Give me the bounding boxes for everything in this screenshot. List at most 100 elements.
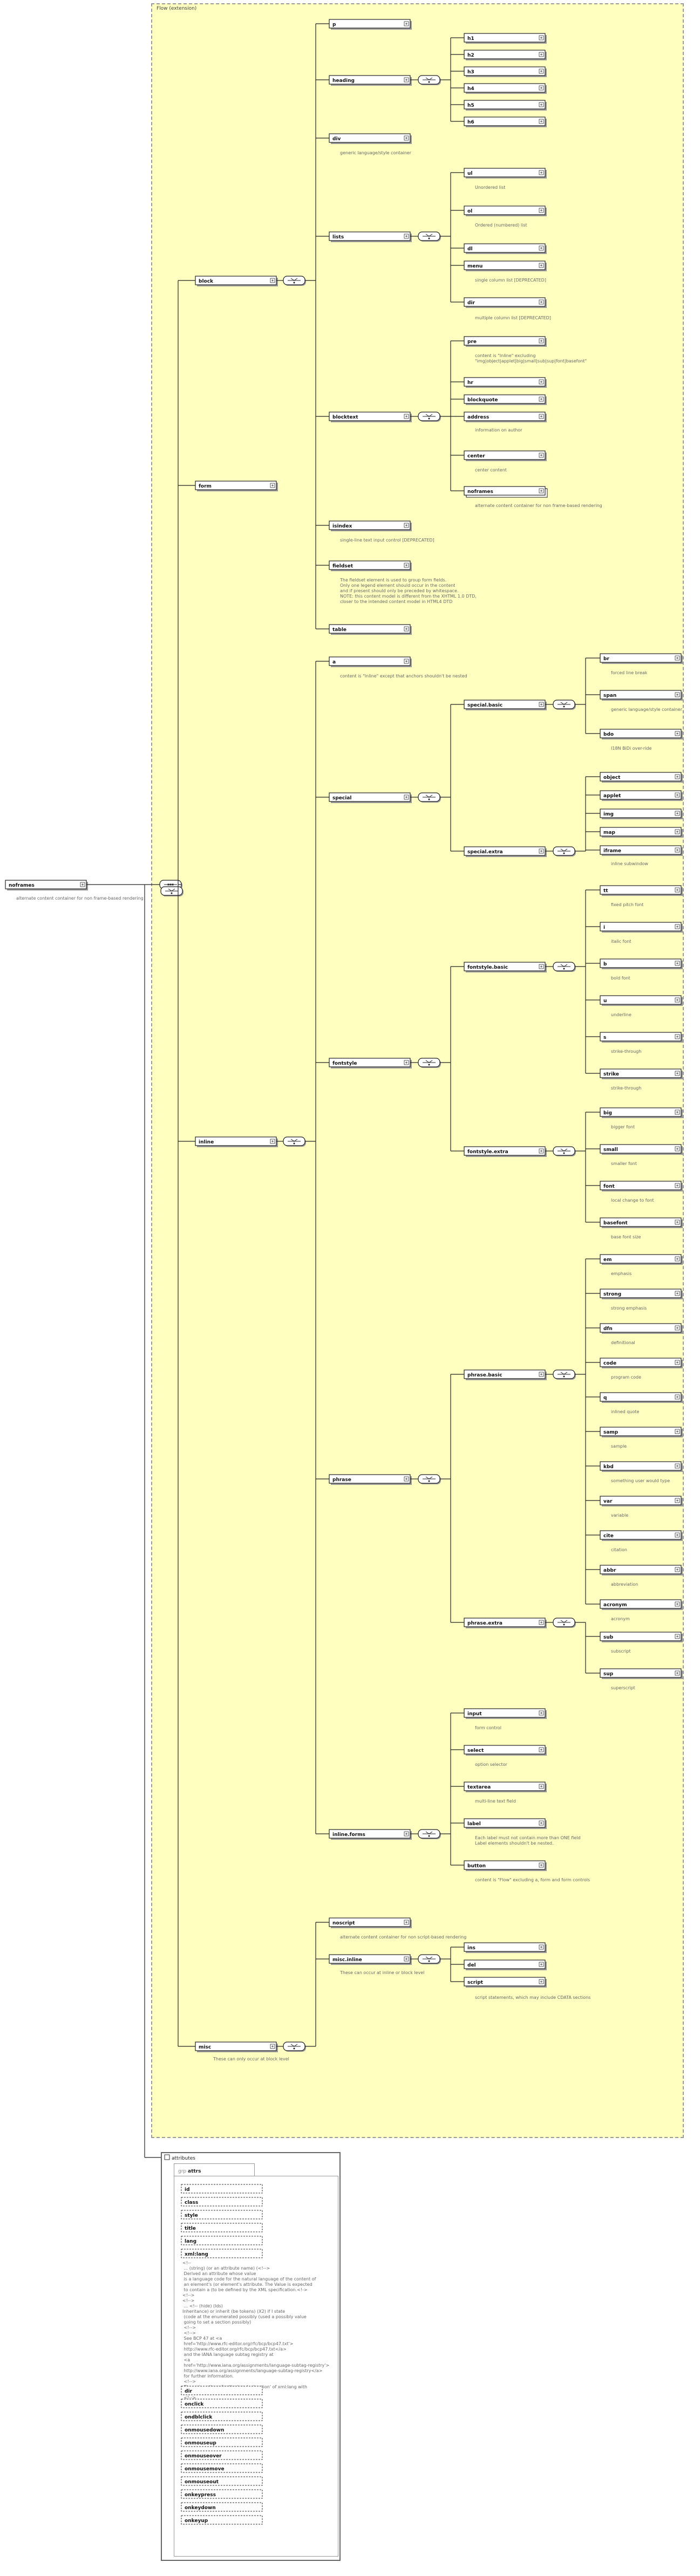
element-applet[interactable]: applet [600, 790, 683, 801]
element-p[interactable]: p [329, 19, 412, 30]
element-div[interactable]: div [329, 133, 412, 144]
element-phrase-basic[interactable]: phrase.basic [464, 1369, 547, 1380]
attribute-ondblclick[interactable]: ondblclick [181, 2411, 263, 2421]
element-form[interactable]: form [195, 481, 278, 491]
attribute-onmouseout[interactable]: onmouseout [181, 2476, 263, 2486]
element-kbd[interactable]: kbd [600, 1461, 683, 1472]
element-basefont[interactable]: basefont [600, 1217, 683, 1228]
element-center[interactable]: center [464, 450, 547, 461]
element-fontstyle-basic[interactable]: fontstyle.basic [464, 962, 547, 972]
element-code[interactable]: code [600, 1358, 683, 1368]
element-fontstyle-extra[interactable]: fontstyle.extra [464, 1146, 547, 1157]
element-sup[interactable]: sup [600, 1668, 683, 1679]
attribute-onkeypress[interactable]: onkeypress [181, 2489, 263, 2499]
element-samp[interactable]: samp [600, 1427, 683, 1437]
element-inline-forms[interactable]: inline.forms [329, 1829, 412, 1840]
element-strong[interactable]: strong [600, 1289, 683, 1299]
element-big[interactable]: big [600, 1107, 683, 1118]
element-h5[interactable]: h5 [464, 100, 547, 111]
element-misc[interactable]: misc [195, 2041, 278, 2052]
element-small[interactable]: small [600, 1144, 683, 1155]
attribute-style[interactable]: style [181, 2210, 263, 2219]
element-input[interactable]: input [464, 1708, 547, 1719]
element-special-basic[interactable]: special.basic [464, 700, 547, 710]
element-table[interactable]: table [329, 624, 412, 635]
element-label[interactable]: label [464, 1818, 547, 1829]
element-phrase-extra[interactable]: phrase.extra [464, 1618, 547, 1628]
element-block[interactable]: block [195, 276, 278, 286]
attribute-dir[interactable]: dir [181, 2386, 263, 2395]
element-u[interactable]: u [600, 995, 683, 1006]
element-blocktext[interactable]: blocktext [329, 412, 412, 422]
element-lists[interactable]: lists [329, 231, 412, 242]
element-ul[interactable]: ul [464, 168, 547, 179]
element-dir[interactable]: dir [464, 297, 547, 308]
element-special-extra[interactable]: special.extra [464, 846, 547, 857]
element-phrase[interactable]: phrase [329, 1474, 412, 1485]
element-img[interactable]: img [600, 809, 683, 819]
element-heading[interactable]: heading [329, 75, 412, 86]
attribute-onmousedown[interactable]: onmousedown [181, 2424, 263, 2434]
element-root[interactable]: noframes [5, 880, 88, 890]
element-ins[interactable]: ins [464, 1942, 547, 1953]
element-ol[interactable]: ol [464, 205, 547, 216]
element-abbr[interactable]: abbr [600, 1565, 683, 1575]
attribute-onmouseover[interactable]: onmouseover [181, 2450, 263, 2460]
attribute-id[interactable]: id [181, 2184, 263, 2194]
element-fieldset[interactable]: fieldset [329, 560, 412, 571]
element-inline[interactable]: inline [195, 1136, 278, 1147]
element-fontstyle[interactable]: fontstyle [329, 1058, 412, 1068]
element-map[interactable]: map [600, 827, 683, 838]
element-special[interactable]: special [329, 792, 412, 803]
element-a[interactable]: a [329, 656, 412, 667]
element-bdo[interactable]: bdo [600, 729, 683, 739]
element-b[interactable]: b [600, 958, 683, 969]
attribute-title[interactable]: title [181, 2223, 263, 2232]
element-dfn[interactable]: dfn [600, 1323, 683, 1334]
element-strike[interactable]: strike [600, 1068, 683, 1079]
attribute-onmousemove[interactable]: onmousemove [181, 2463, 263, 2473]
element-h2[interactable]: h2 [464, 50, 547, 60]
element-textarea[interactable]: textarea [464, 1782, 547, 1792]
attribute-onkeydown[interactable]: onkeydown [181, 2502, 263, 2512]
element-h3[interactable]: h3 [464, 66, 547, 77]
element-noscript[interactable]: noscript [329, 1917, 412, 1928]
element-iframe[interactable]: iframe [600, 845, 683, 856]
element-select[interactable]: select [464, 1745, 547, 1756]
element-dl[interactable]: dl [464, 243, 547, 254]
element-h6[interactable]: h6 [464, 117, 547, 127]
attribute-lang[interactable]: lang [181, 2236, 263, 2245]
element-address[interactable]: address [464, 412, 547, 422]
element-object[interactable]: object [600, 772, 683, 783]
element-s[interactable]: s [600, 1032, 683, 1043]
element-acronym[interactable]: acronym [600, 1599, 683, 1610]
element-pre[interactable]: pre [464, 336, 547, 347]
attribute-xml-lang[interactable]: xml:lang [181, 2249, 263, 2258]
element-blockquote[interactable]: blockquote [464, 394, 547, 405]
element-sub[interactable]: sub [600, 1632, 683, 1642]
element-em[interactable]: em [600, 1254, 683, 1265]
attribute-onclick[interactable]: onclick [181, 2399, 263, 2408]
element-font[interactable]: font [600, 1181, 683, 1191]
element-hr[interactable]: hr [464, 377, 547, 388]
element-h1[interactable]: h1 [464, 33, 547, 44]
element-br[interactable]: br [600, 653, 683, 664]
attribute-class[interactable]: class [181, 2197, 263, 2207]
element-isindex[interactable]: isindex [329, 520, 412, 531]
element-span[interactable]: span [600, 690, 683, 701]
element-cite[interactable]: cite [600, 1530, 683, 1541]
element-menu[interactable]: menu [464, 261, 547, 271]
element-noframes[interactable]: noframes [464, 486, 548, 498]
element-misc-inline[interactable]: misc.inline [329, 1954, 412, 1965]
choice-dot [428, 1480, 430, 1482]
element-q[interactable]: q [600, 1392, 683, 1403]
element-script[interactable]: script [464, 1977, 547, 1988]
attribute-onkeyup[interactable]: onkeyup [181, 2515, 263, 2525]
element-del[interactable]: del [464, 1960, 547, 1970]
element-i[interactable]: i [600, 922, 683, 933]
element-var[interactable]: var [600, 1496, 683, 1506]
element-tt[interactable]: tt [600, 885, 683, 896]
element-h4[interactable]: h4 [464, 83, 547, 94]
attribute-onmouseup[interactable]: onmouseup [181, 2437, 263, 2447]
element-button[interactable]: button [464, 1860, 547, 1871]
